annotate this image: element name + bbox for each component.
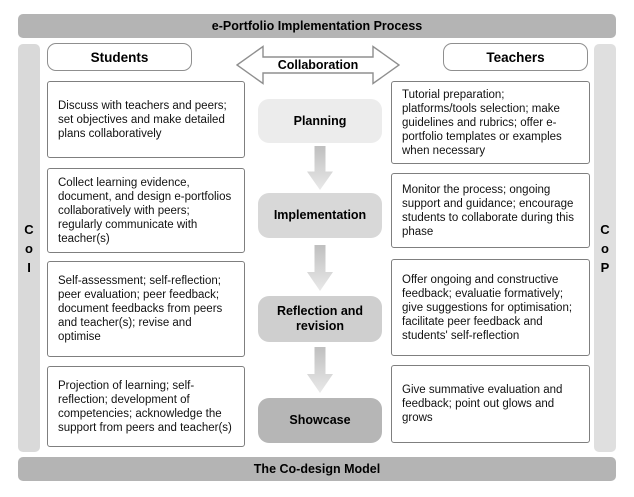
- stage-showcase: Showcase: [258, 398, 382, 443]
- diagram-title-bar: e-Portfolio Implementation Process: [18, 14, 616, 38]
- student-box-planning-text: Discuss with teachers and peers; set obj…: [58, 99, 227, 140]
- teacher-box-implementation-text: Monitor the process; ongoing support and…: [402, 183, 574, 238]
- down-arrow-icon: [307, 146, 333, 190]
- model-title: The Co-design Model: [253, 462, 381, 476]
- stage-planning-label: Planning: [293, 113, 347, 128]
- students-column-header: Students: [47, 43, 192, 71]
- stage-showcase-label: Showcase: [289, 413, 351, 427]
- diagram-title: e-Portfolio Implementation Process: [211, 19, 423, 33]
- cop-letter: o: [601, 240, 609, 256]
- student-box-reflection-text: Self-assessment; self-reflection; peer e…: [58, 275, 223, 343]
- cop-side-bar: C o P: [594, 44, 616, 452]
- teacher-box-planning-text: Tutorial preparation; platforms/tools se…: [402, 88, 562, 157]
- cop-letter: P: [600, 259, 610, 275]
- double-headed-arrow-icon: [236, 45, 400, 85]
- teacher-box-reflection: Offer ongoing and constructive feedback;…: [391, 259, 590, 356]
- students-header-label: Students: [90, 49, 149, 65]
- stage-planning: Planning: [258, 99, 382, 143]
- teacher-box-planning: Tutorial preparation; platforms/tools se…: [391, 81, 590, 164]
- down-arrow-icon: [307, 245, 333, 291]
- coi-side-bar: C o I: [18, 44, 40, 452]
- cop-letter: C: [600, 221, 610, 237]
- coi-letter: C: [24, 221, 34, 237]
- stage-implementation: Implementation: [258, 193, 382, 238]
- coi-letter: I: [27, 259, 31, 275]
- stage-reflection-revision: Reflection and revision: [258, 296, 382, 342]
- stage-reflection-revision-label: Reflection and revision: [276, 304, 364, 333]
- student-box-reflection: Self-assessment; self-reflection; peer e…: [47, 261, 245, 357]
- model-title-bar: The Co-design Model: [18, 457, 616, 481]
- collaboration-arrow: Collaboration: [236, 45, 400, 85]
- student-box-implementation: Collect learning evidence, document, and…: [47, 168, 245, 253]
- student-box-showcase-text: Projection of learning; self-reflection;…: [58, 379, 232, 434]
- teacher-box-showcase-text: Give summative evaluation and feedback; …: [402, 384, 563, 424]
- teacher-box-reflection-text: Offer ongoing and constructive feedback;…: [402, 273, 573, 342]
- stage-implementation-label: Implementation: [273, 208, 367, 222]
- coi-letter: o: [25, 240, 33, 256]
- teacher-box-implementation: Monitor the process; ongoing support and…: [391, 173, 590, 248]
- student-box-showcase: Projection of learning; self-reflection;…: [47, 366, 245, 447]
- down-arrow-icon: [307, 347, 333, 393]
- teachers-column-header: Teachers: [443, 43, 588, 71]
- student-box-planning: Discuss with teachers and peers; set obj…: [47, 81, 245, 158]
- teacher-box-showcase: Give summative evaluation and feedback; …: [391, 365, 590, 443]
- collaboration-label: Collaboration: [277, 58, 359, 72]
- teachers-header-label: Teachers: [486, 49, 545, 65]
- student-box-implementation-text: Collect learning evidence, document, and…: [58, 176, 232, 245]
